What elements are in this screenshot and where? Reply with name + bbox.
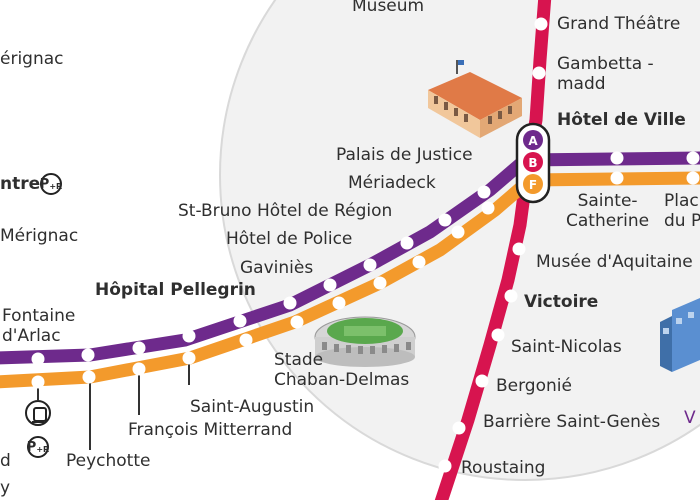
stop-label-museum: Museum: [352, 0, 425, 16]
stop-label-hotel-de-ville: Hôtel de Ville: [557, 110, 686, 130]
stop-label-centre-partial: ntre: [0, 174, 41, 194]
park-and-ride-icon: P+R: [27, 436, 49, 458]
stop-label-bergonie: Bergonié: [496, 376, 572, 396]
badge-b-label: B: [528, 156, 537, 170]
stop-label-sainte-catherine: Sainte- Catherine: [566, 191, 650, 231]
park-ride-letter: P: [26, 439, 37, 455]
line-a-stops: [438, 17, 548, 473]
park-ride-sub: +R: [49, 182, 63, 191]
line-b-stops: [31, 151, 700, 366]
line-a-track: [434, 0, 552, 500]
stop-label-hotel-de-police: Hôtel de Police: [226, 229, 353, 249]
hotel-de-ville-hub: A B F: [515, 122, 551, 204]
station-building-icon: [660, 298, 700, 372]
stop-label-place-du-palais: Plac du P: [664, 191, 700, 231]
stop-label-francois-mitterrand: François Mitterrand: [128, 420, 293, 440]
stop-label-fontaine-d-arlac: Fontaine d'Arlac: [2, 306, 76, 346]
park-ride-sub: +R: [36, 445, 50, 454]
stop-label-barriere-saint-genes: Barrière Saint-Genès: [483, 412, 661, 432]
badge-a-label: A: [528, 134, 538, 148]
stop-label-saint-nicolas: Saint-Nicolas: [511, 337, 622, 357]
stop-label-gavinies: Gaviniès: [240, 258, 314, 278]
stop-label-victoire: Victoire: [524, 292, 599, 312]
stop-label-gambetta: Gambetta - madd: [557, 54, 654, 94]
stop-label-peychotte: Peychotte: [66, 451, 151, 471]
badge-f-label: F: [529, 178, 537, 192]
stop-label-merignac-partial: érignac: [0, 49, 64, 69]
park-and-ride-icon: P+R: [40, 173, 62, 195]
stop-label-v-partial: V: [684, 408, 696, 428]
park-ride-letter: P: [39, 176, 50, 192]
palace-building-icon: [428, 60, 522, 138]
stop-label-roustaing: Roustaing: [461, 458, 546, 478]
stop-label-palais-de-justice: Palais de Justice: [336, 145, 473, 165]
line-c-stops: [31, 171, 700, 389]
stop-label-d-partial: d: [0, 451, 11, 471]
stop-label-musee-aquitaine: Musée d'Aquitaine: [536, 252, 693, 272]
stop-label-saint-augustin: Saint-Augustin: [190, 397, 315, 417]
stop-label-y-partial: y: [0, 478, 11, 498]
stop-label-st-bruno: St-Bruno Hôtel de Région: [178, 201, 393, 221]
stadium-icon: [314, 316, 416, 367]
stop-label-meriadeck: Mériadeck: [348, 173, 436, 193]
stop-label-stade-chaban-delmas: Stade Chaban-Delmas: [274, 350, 410, 390]
stop-label-grand-theatre: Grand Théâtre: [557, 14, 681, 34]
stop-label-hopital-pellegrin: Hôpital Pellegrin: [95, 280, 256, 300]
tram-icon: [25, 400, 51, 426]
stop-label-merignac-mid-partial: Mérignac: [0, 226, 79, 246]
